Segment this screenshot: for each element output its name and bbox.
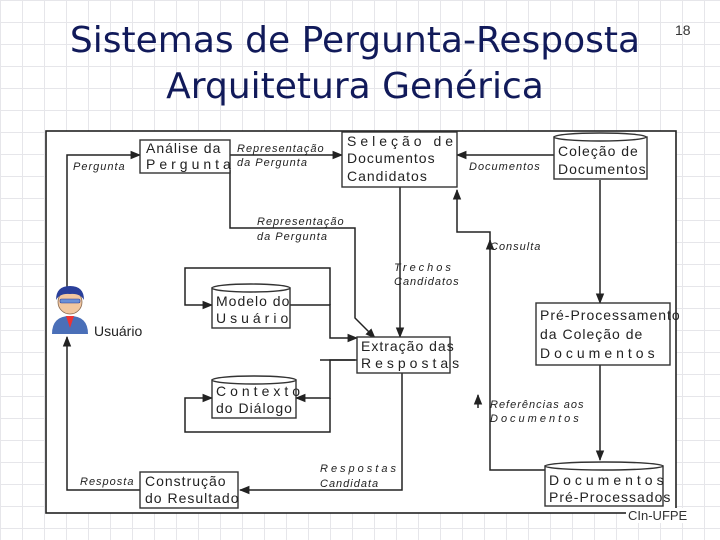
node-text: Seleção de: [347, 133, 457, 149]
label-repr-1a: Representação: [237, 143, 325, 155]
arrow-modelo-extracao: [290, 304, 359, 343]
node-pre-processamento: Pré-Processamento da Coleção de Document…: [535, 302, 681, 366]
edge-labels: Pergunta Representação da Pergunta Docum…: [73, 143, 585, 490]
node-analise-pergunta: Análise da Pergunta: [139, 139, 235, 174]
arrow-extracao-construcao: [238, 372, 403, 495]
footer-label: CIn-UFPE: [626, 508, 690, 523]
node-text: Construção: [145, 473, 227, 489]
node-selecao-documentos: Seleção de Documentos Candidatos: [341, 131, 458, 188]
node-text: do Diálogo: [216, 400, 293, 416]
node-documentos-pre-processados: Documentos Pré-Processados: [544, 461, 671, 507]
label-referencias: Referências aos: [490, 399, 585, 411]
arrow-analise-extracao: [229, 170, 376, 339]
label-consulta: Consulta: [490, 241, 541, 253]
title-line-2: Arquitetura Genérica: [166, 66, 544, 107]
node-contexto-dialogo: Contexto do Diálogo: [211, 375, 304, 419]
node-text: da Coleção de: [540, 326, 643, 342]
node-text: Respostas: [361, 355, 463, 371]
node-text: Pergunta: [146, 156, 235, 172]
label-documentos-2: Documentos: [490, 413, 582, 425]
label-candidatos: Candidatos: [394, 276, 460, 288]
label-repr-1b: da Pergunta: [237, 157, 308, 169]
node-text: Candidatos: [347, 168, 428, 184]
arrow-consulta: [452, 188, 545, 471]
arrow-loop-modelo: [184, 267, 331, 310]
arrow-resposta: [62, 335, 140, 491]
label-resposta: Resposta: [80, 476, 134, 488]
node-text: Documentos: [347, 150, 436, 166]
node-text: Contexto: [216, 383, 304, 399]
label-pergunta: Pergunta: [73, 161, 126, 173]
node-construcao-resultado: Construção do Resultado: [139, 471, 240, 509]
node-extracao-respostas: Extração das Respostas: [356, 336, 463, 374]
user-icon: [52, 286, 88, 334]
label-trechos: Trechos: [394, 262, 454, 274]
node-text: Documentos: [558, 161, 647, 177]
label-documentos: Documentos: [469, 161, 541, 173]
node-text: Modelo do: [216, 293, 290, 309]
node-text: Análise da: [146, 140, 221, 156]
label-candidata: Candidata: [320, 478, 379, 490]
arrow-loop-contexto: [184, 393, 331, 433]
arrow-extracao-contexto: [294, 359, 357, 403]
node-colecao-documentos: Coleção de Documentos: [553, 132, 648, 180]
node-text: Usuário: [216, 310, 292, 326]
label-repr-2b: da Pergunta: [257, 231, 328, 243]
label-respostas: Respostas: [320, 463, 399, 475]
node-text: do Resultado: [145, 490, 240, 506]
arrow-pergunta: [66, 150, 142, 288]
connectors: [62, 150, 605, 495]
title-line-1: Sistemas de Pergunta-Resposta: [69, 20, 641, 61]
node-text: Pré-Processados: [549, 489, 671, 505]
node-modelo-usuario: Modelo do Usuário: [211, 283, 292, 329]
node-text: Extração das: [361, 338, 455, 354]
node-text: Documentos: [540, 345, 659, 361]
page-number: 18: [675, 22, 691, 38]
node-text: Documentos: [549, 472, 668, 488]
label-repr-2a: Representação: [257, 216, 345, 228]
node-text: Coleção de: [558, 143, 639, 159]
node-text: Pré-Processamento: [540, 307, 681, 323]
usuario-label: Usuário: [94, 323, 142, 339]
slide-title: Sistemas de Pergunta-Resposta Arquitetur…: [60, 18, 650, 110]
